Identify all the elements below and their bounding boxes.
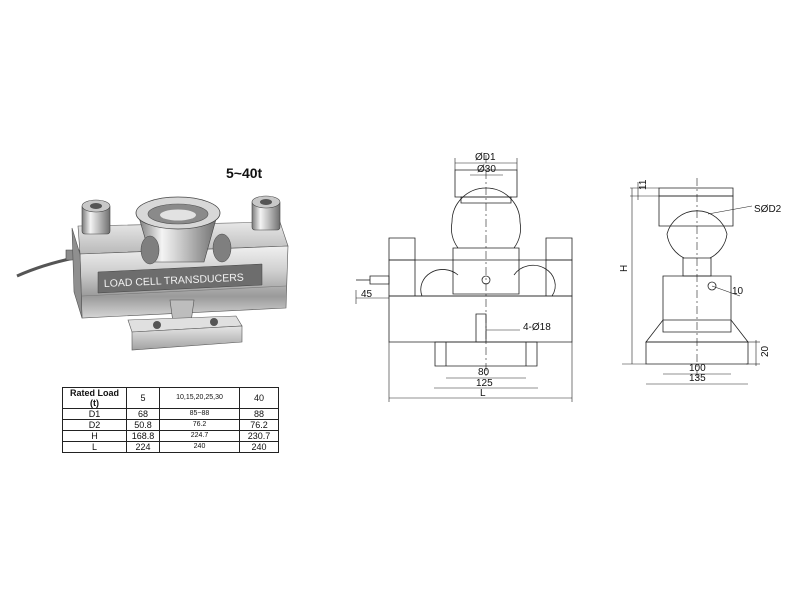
spec-cell: L [62,441,127,453]
dim-100-label: 100 [689,363,706,374]
dim-d1-label: ØD1 [475,152,496,163]
capacity-label: 5~40t [226,165,263,181]
beam-side-face [72,228,82,318]
dim-11-label: 11 [638,179,649,190]
dim-135-label: 135 [689,373,706,384]
spec-row: H 168.8 224.7 230.7 [62,430,279,442]
dim-20-label: 20 [760,345,771,357]
dim-hole-label: 4-Ø18 [523,322,551,333]
dim-125-label: 125 [476,378,493,389]
spec-header-row: Rated Load (t) 5 10,15,20,25,30 40 [62,387,279,409]
spec-row: L 224 240 240 [62,441,279,453]
label-band [98,264,262,293]
dim-d30-label: Ø30 [477,164,496,175]
base-plate-front [132,326,242,350]
dim-10-label: 10 [732,286,744,297]
spec-table: Rated Load (t) 5 10,15,20,25,30 40 D1 68… [62,387,279,453]
dim-sd2-label: SØD2 [754,204,782,215]
dim-l-label: L [480,388,486,399]
dim-80-label: 80 [478,367,490,378]
spec-cell: 240 [239,441,279,453]
dim-h-label: H [619,265,630,272]
dim-45-label: 45 [361,289,373,300]
spec-cell: 240 [159,441,240,453]
